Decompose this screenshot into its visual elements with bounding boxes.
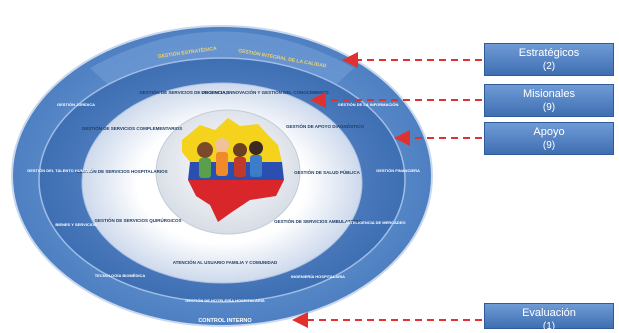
support-process-label: INGENIERÍA HOSPITALARIA: [291, 274, 345, 279]
legend-count: (9): [542, 102, 556, 113]
legend-label: Misionales: [523, 88, 575, 100]
evaluation-process-label: CONTROL INTERNO: [198, 318, 252, 324]
person-figure: [215, 138, 229, 152]
support-processes: GESTIÓN JURÍDICA GESTIÓN DE LA INFORMACI…: [27, 102, 420, 303]
support-process-label: BIENES Y SERVICIOS: [55, 222, 97, 227]
legend-count: (2): [542, 61, 556, 72]
support-process-label: INTELIGENCIA DE MERCADEO: [346, 220, 405, 225]
category-arrows: [292, 52, 482, 328]
missional-process-label: GESTIÓN DE SERVICIOS QUIRÚRGICOS: [95, 216, 182, 223]
missional-process-label: ATENCIÓN AL USUARIO FAMILIA Y COMUNIDAD: [173, 258, 278, 265]
legend-evaluacion: Evaluación (1): [484, 303, 614, 332]
legend-misionales: Misionales (9): [484, 84, 614, 117]
missional-process-label: GESTIÓN DE SALUD PÚBLICA: [294, 168, 361, 175]
support-process-label: TECNOLOGÍA BIOMÉDICA: [95, 273, 146, 278]
legend-estrategicos: Estratégicos (2): [484, 43, 614, 76]
department-map-illustration: [182, 118, 284, 222]
missional-process-label: GESTIÓN DE SERVICIOS AMBULATORIO: [274, 217, 362, 224]
legend-apoyo: Apoyo (9): [484, 122, 614, 155]
missional-process-label: DOCENCIA, INNOVACIÓN Y GESTIÓN DEL CONOC…: [201, 88, 329, 95]
support-process-label: GESTIÓN DE LA INFORMACIÓN: [338, 102, 399, 107]
person-figure: [234, 157, 246, 177]
missional-process-label: GESTIÓN DE SERVICIOS DE URGENCIAS: [139, 88, 228, 95]
legend-label: Evaluación: [522, 307, 576, 319]
person-figure: [199, 158, 211, 178]
missional-process-label: GESTIÓN DE SERVICIOS HOSPITALARIOS: [76, 167, 167, 174]
legend-count: (9): [542, 140, 556, 151]
missional-process-label: GESTIÓN DE SERVICIOS COMPLEMENTARIOS: [82, 124, 183, 131]
map-red-region: [188, 180, 284, 222]
missional-processes: GESTIÓN DE SERVICIOS DE URGENCIAS DOCENC…: [76, 88, 364, 265]
person-figure: [249, 141, 263, 155]
missional-process-label: GESTIÓN DE APOYO DIAGNÓSTICO: [286, 122, 365, 129]
person-figure: [197, 142, 213, 158]
person-figure: [233, 143, 247, 157]
legend-label: Apoyo: [533, 126, 565, 138]
legend-count: (1): [542, 321, 556, 332]
legend-label: Estratégicos: [518, 47, 580, 59]
support-process-label: GESTIÓN FINANCIERA: [376, 168, 420, 173]
person-figure: [250, 155, 262, 177]
support-process-label: GESTIÓN JURÍDICA: [57, 102, 95, 107]
person-figure: [216, 152, 228, 176]
support-process-label: GESTIÓN DE HOTELERÍA HOSPITALARIA: [185, 298, 265, 303]
support-process-label: GESTIÓN DEL TALENTO HUMANO: [27, 168, 93, 173]
